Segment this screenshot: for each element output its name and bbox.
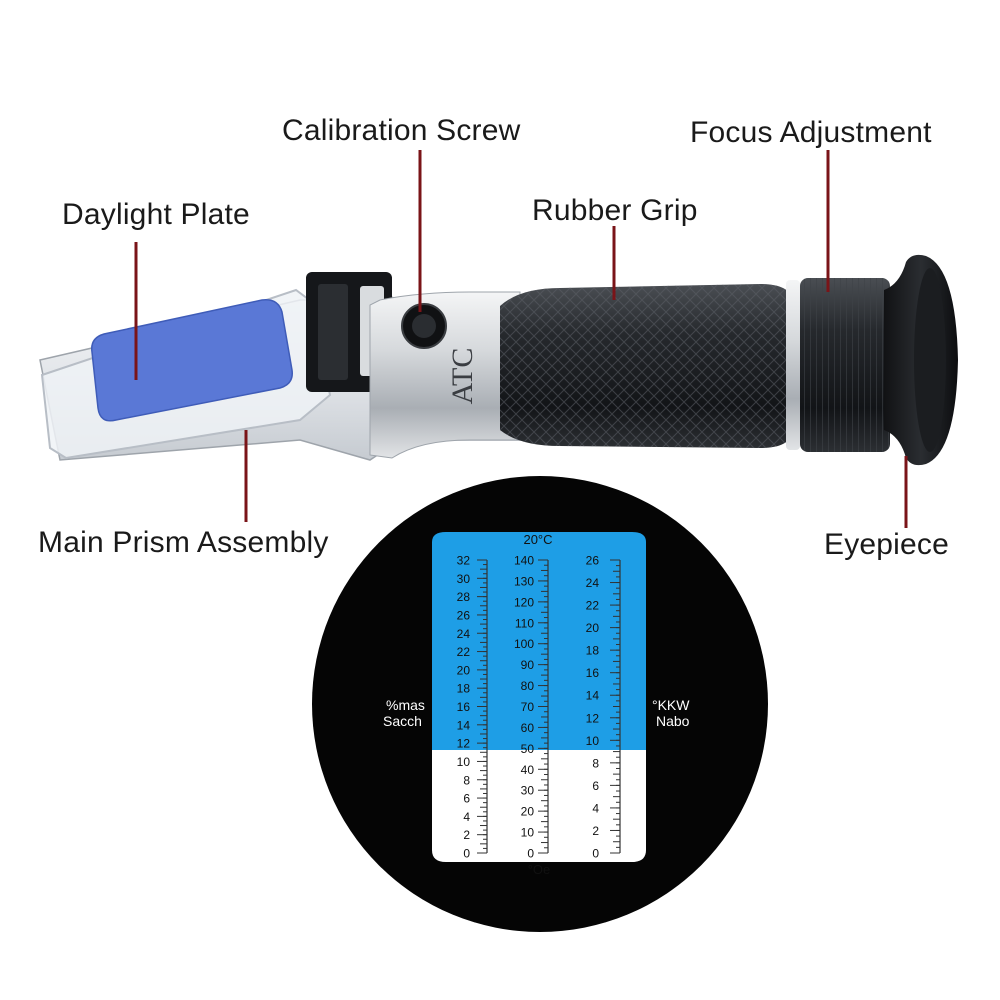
left-scale-label: 12 <box>457 737 471 751</box>
right-scale-label: 12 <box>586 711 600 725</box>
left-scale-label: 28 <box>457 590 471 604</box>
label-eyepiece: Eyepiece <box>824 528 950 561</box>
atc-marking: ATC <box>446 348 479 405</box>
middle-scale-label: 20 <box>521 805 535 819</box>
label-rubber-grip: Rubber Grip <box>532 194 698 227</box>
middle-scale-label: 0 <box>527 847 534 861</box>
left-scale-label: 30 <box>457 572 471 586</box>
right-scale-label: 14 <box>586 689 600 703</box>
middle-scale-label: 40 <box>521 763 535 777</box>
right-scale-label: 22 <box>586 599 600 613</box>
lower-white-field <box>432 750 646 862</box>
right-scale-label: 10 <box>586 734 600 748</box>
right-scale-label: 24 <box>586 576 600 590</box>
left-scale-label: 0 <box>463 847 470 861</box>
refractometer-device: ATC <box>39 254 958 466</box>
right-scale-label: 4 <box>592 801 599 815</box>
left-scale-label: 10 <box>457 755 471 769</box>
middle-scale-label: 120 <box>514 595 534 609</box>
middle-scale-label: 80 <box>521 679 535 693</box>
upper-blue-field <box>432 532 646 750</box>
left-scale-label: 16 <box>457 700 471 714</box>
right-scale-label: 8 <box>592 756 599 770</box>
label-focus-adjustment: Focus Adjustment <box>690 116 932 149</box>
right-scale-label: 2 <box>592 824 599 838</box>
left-scale-label: 8 <box>463 773 470 787</box>
right-scale-label: 20 <box>586 621 600 635</box>
temperature-label: 20°C <box>523 532 552 547</box>
right-scale-label: 18 <box>586 644 600 658</box>
middle-scale-label: 140 <box>514 554 534 568</box>
left-scale-label: 26 <box>457 608 471 622</box>
right-scale-label: 0 <box>592 847 599 861</box>
left-scale-label: 22 <box>457 645 471 659</box>
left-scale-label: 4 <box>463 810 470 824</box>
middle-scale-label: 110 <box>515 616 534 630</box>
middle-scale-label: 130 <box>514 574 534 588</box>
left-unit-line1: %mas <box>386 697 425 713</box>
left-scale-label: 24 <box>457 627 471 641</box>
left-scale-label: 32 <box>457 554 471 568</box>
left-scale-label: 18 <box>457 682 471 696</box>
middle-scale-label: 60 <box>521 721 535 735</box>
middle-scale-label: 70 <box>521 700 535 714</box>
middle-scale-label: 90 <box>521 658 535 672</box>
left-scale-label: 2 <box>463 828 470 842</box>
label-daylight-plate: Daylight Plate <box>62 198 250 231</box>
left-scale-label: 6 <box>463 792 470 806</box>
right-scale-label: 26 <box>586 554 600 568</box>
right-scale-label: 16 <box>586 666 600 680</box>
callout-lines <box>134 150 908 528</box>
label-calibration-screw: Calibration Screw <box>282 114 521 147</box>
scale-view: 3230282624222018161412108642014013012011… <box>312 476 768 932</box>
right-unit-line2: Nabo <box>656 713 690 729</box>
left-scale-label: 14 <box>457 718 471 732</box>
right-scale-label: 6 <box>592 779 599 793</box>
daylight-plate <box>91 299 293 422</box>
separator-ring <box>786 280 800 450</box>
middle-scale-label: 10 <box>521 826 535 840</box>
left-scale-label: 20 <box>457 663 471 677</box>
scale-marks: 3230282624222018161412108642014013012011… <box>457 554 621 861</box>
left-unit-line2: Sacch <box>383 713 422 729</box>
middle-scale-label: 30 <box>521 784 535 798</box>
label-main-prism-assembly: Main Prism Assembly <box>38 526 329 559</box>
right-unit-line1: °KKW <box>652 697 690 713</box>
middle-scale-label: 100 <box>514 637 534 651</box>
bottom-unit-label: °Oe <box>528 862 551 877</box>
middle-scale-label: 50 <box>521 742 535 756</box>
